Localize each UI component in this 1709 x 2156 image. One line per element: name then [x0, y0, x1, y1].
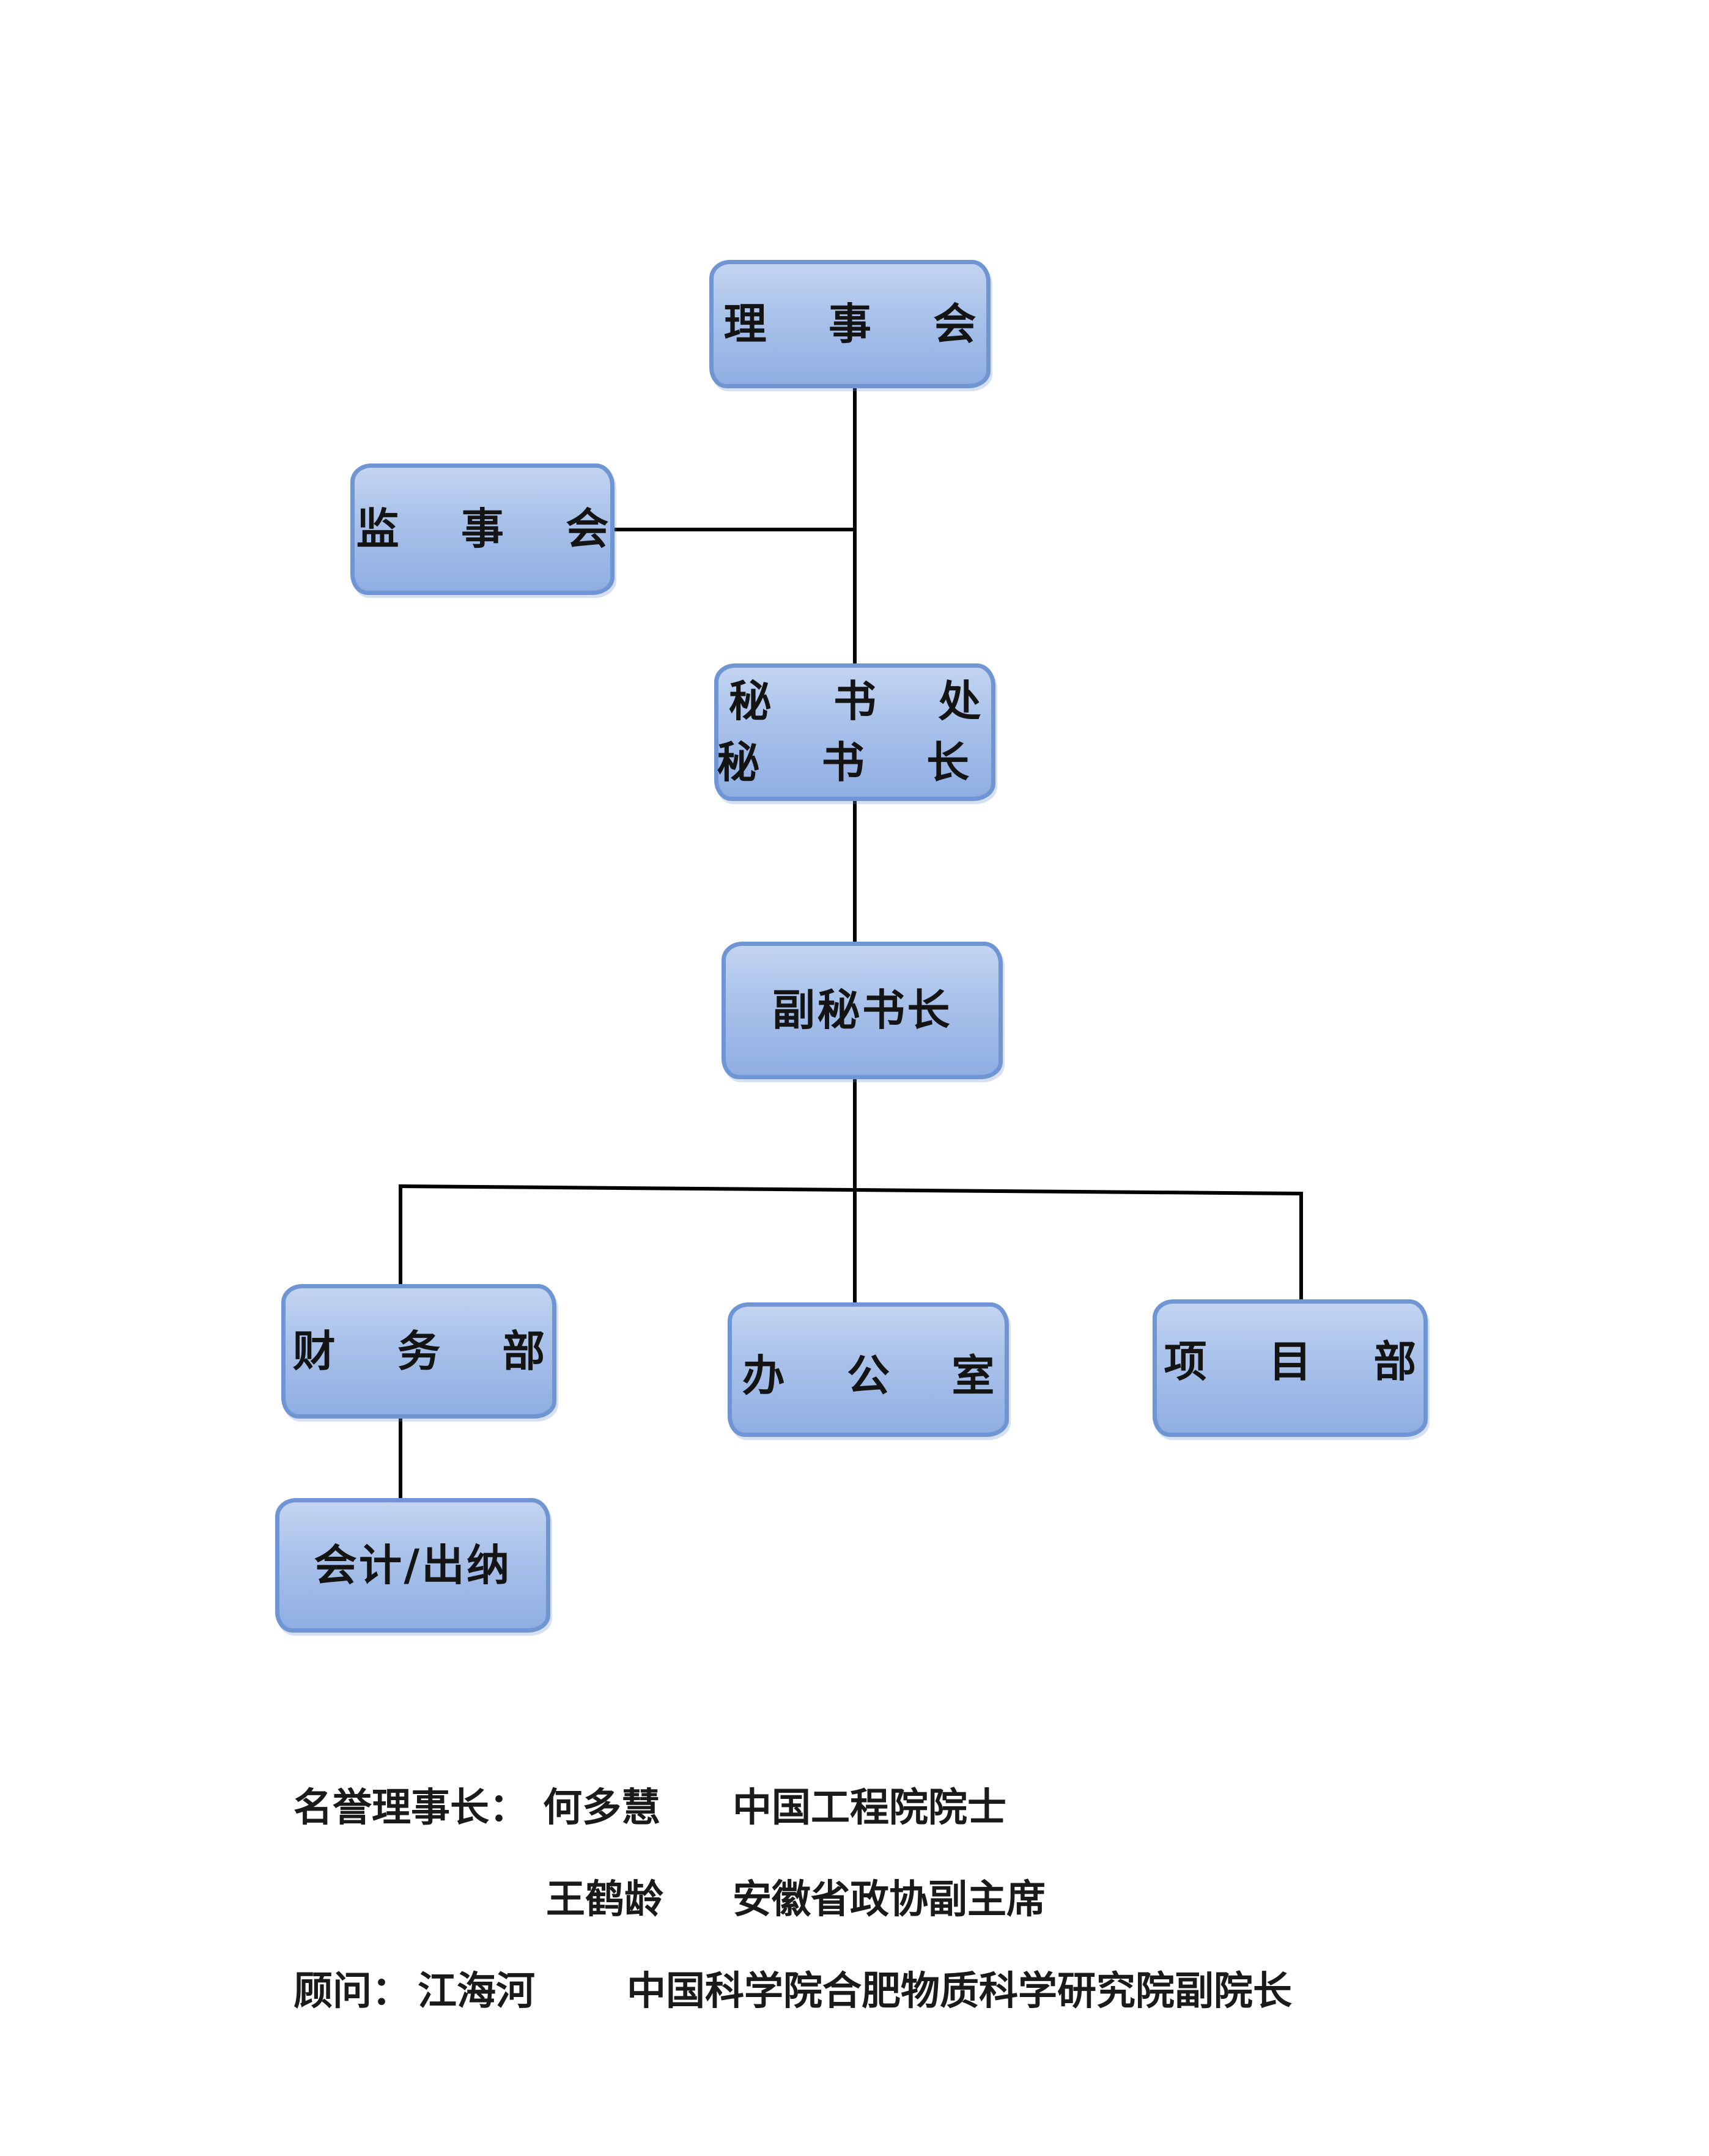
honorary-chairman-2-title: 安徽省政协副主席: [733, 1877, 1046, 1922]
advisor-name: 江海河: [418, 1969, 535, 2014]
line-horizontal-bus: [398, 1184, 1304, 1196]
honorary-chairman-1-name: 何多慧: [543, 1785, 660, 1831]
node-project-dept: 项 目 部: [1153, 1299, 1428, 1437]
node-supervisory-board: 监 事 会: [350, 463, 615, 595]
advisor-label: 顾问：: [293, 1969, 411, 2014]
advisor-title: 中国科学院合肥物质科学研究院副院长: [627, 1969, 1292, 2014]
honorary-chairman-1-title: 中国工程院院士: [733, 1785, 1006, 1831]
node-finance-dept: 财 务 部: [281, 1284, 556, 1419]
node-deputy-secretary-general: 副秘书长: [722, 942, 1003, 1079]
node-office: 办 公 室: [728, 1302, 1009, 1437]
node-accounting-cashier: 会计/出纳: [275, 1498, 550, 1633]
honorary-chairman-2-name: 王鹤龄: [546, 1877, 663, 1922]
node-board: 理 事 会: [709, 260, 991, 388]
honorary-chairman-label: 名誉理事长：: [293, 1785, 528, 1831]
node-secretariat: 秘 书 处 秘 书 长: [714, 663, 995, 801]
